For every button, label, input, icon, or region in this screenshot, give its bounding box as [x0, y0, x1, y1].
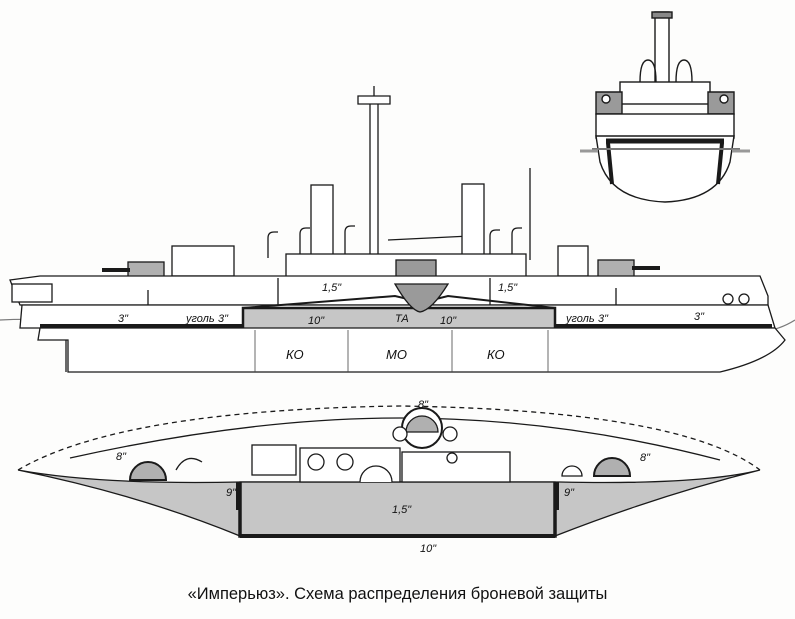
- label-barbette-fore: 8": [116, 451, 127, 463]
- label-engine-room: МО: [386, 347, 407, 362]
- end-view: [580, 11, 750, 203]
- label-deck-1-5-right: 1,5": [498, 282, 518, 294]
- label-boiler-room-aft: КО: [487, 347, 505, 362]
- barbette-fore: [128, 461, 168, 481]
- label-deck-1-5-left: 1,5": [322, 282, 342, 294]
- boom: [387, 235, 471, 241]
- label-coal-left: уголь: [185, 313, 215, 325]
- side-view: [0, 86, 795, 373]
- label-barbette-side: 8": [418, 399, 429, 411]
- funnel-aft: [461, 183, 485, 259]
- superstructure-outline: [69, 417, 721, 461]
- label-belt-10-right: 10": [440, 315, 457, 327]
- figure-caption: «Имперьюз». Схема распределения броневой…: [187, 585, 608, 603]
- stern-gallery: [11, 283, 53, 303]
- bridge-end-view: [619, 81, 711, 105]
- label-belt-3-aft: 3": [694, 311, 705, 323]
- label-bulkhead-aft: 9": [564, 487, 575, 499]
- gun-left-end-view: [595, 91, 623, 115]
- funnel-fore: [310, 184, 334, 258]
- hull-section-end-view: [595, 135, 735, 203]
- label-belt-3-left: 3": [218, 313, 229, 325]
- upper-hull-end-view: [595, 113, 735, 139]
- plan-view-labels: 8" 8" 8" 9" 9" 1,5" 10": [116, 399, 651, 555]
- label-deck-plan: 1,5": [392, 504, 412, 516]
- fore-bridge: [171, 245, 235, 277]
- label-belt-3-right: 3": [598, 313, 609, 325]
- upper-hull: [9, 275, 769, 306]
- label-belt-10-left: 10": [308, 315, 325, 327]
- label-belt-plan: 10": [420, 543, 437, 555]
- gun-right-end-view: [707, 91, 735, 115]
- side-gun-mount: [395, 259, 437, 279]
- main-mast: [369, 99, 379, 266]
- conning-tower-tube: [393, 283, 450, 313]
- barbette-aft: [592, 457, 632, 477]
- label-torpedo-room: ТА: [395, 313, 409, 325]
- mast-top: [357, 95, 391, 105]
- label-barbette-aft: 8": [640, 452, 651, 464]
- label-boiler-room-fore: КО: [286, 347, 304, 362]
- label-coal-right: уголь: [565, 313, 595, 325]
- plan-view: [17, 405, 761, 538]
- ventilator-right: [675, 59, 693, 83]
- side-view-labels: 1,5" 1,5" 10" ТА 10" 3" уголь 3" уголь 3…: [118, 282, 705, 362]
- label-belt-3-fore: 3": [118, 313, 129, 325]
- label-bulkhead-fore: 9": [226, 487, 237, 499]
- lower-hull: [37, 327, 786, 373]
- aft-bridge: [557, 245, 589, 277]
- ventilator-left: [639, 59, 657, 83]
- upper-deck-outline: [17, 405, 761, 471]
